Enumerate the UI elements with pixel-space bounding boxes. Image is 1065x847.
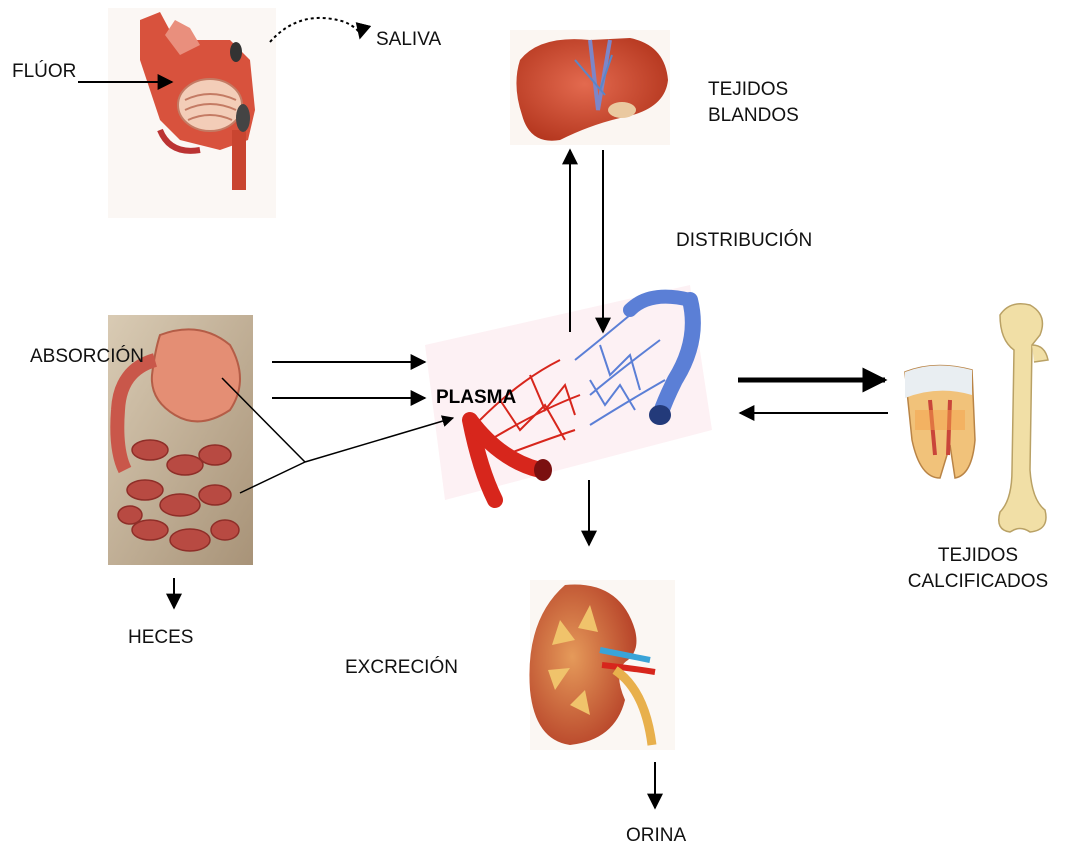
mouth-illustration: [108, 8, 276, 218]
plasma-label: PLASMA: [436, 386, 516, 409]
calcified-tissue-label-line1: TEJIDOS: [893, 544, 1063, 567]
saliva-label: SALIVA: [376, 28, 441, 51]
liver-illustration: [510, 30, 670, 145]
excretion-label: EXCRECIÓN: [345, 656, 458, 679]
tooth-illustration: [905, 365, 975, 478]
soft-tissue-label-line2: BLANDOS: [708, 104, 799, 127]
femur-illustration: [999, 304, 1048, 532]
saliva-arrow: [270, 18, 360, 42]
urine-label: ORINA: [626, 824, 686, 847]
calcified-tissue-label-line2: CALCIFICADOS: [893, 570, 1063, 593]
distribution-label: DISTRIBUCIÓN: [676, 229, 812, 252]
soft-tissue-label-line1: TEJIDOS: [708, 78, 788, 101]
kidney-illustration: [529, 580, 675, 750]
feces-label: HECES: [128, 626, 193, 649]
fluor-label: FLÚOR: [12, 60, 76, 83]
absorption-label: ABSORCIÓN: [30, 345, 144, 368]
absorption-arrow-3: [305, 418, 453, 462]
